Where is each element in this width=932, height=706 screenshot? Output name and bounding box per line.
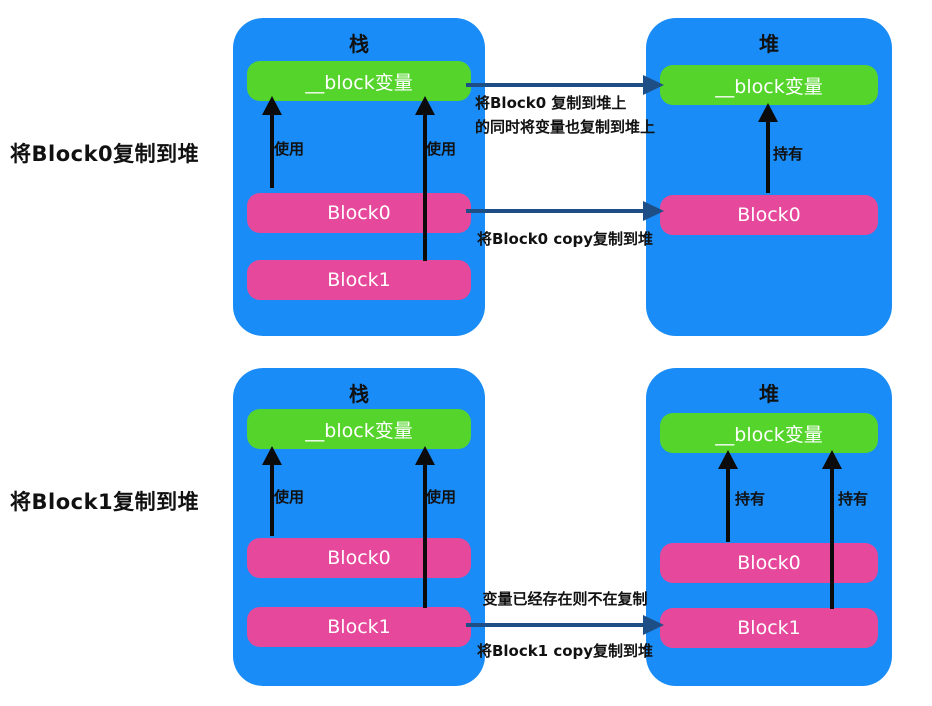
transfer-arrow-block0 xyxy=(466,201,664,221)
stack-block0: Block0 xyxy=(247,193,471,233)
holds-label: 持有 xyxy=(735,490,766,508)
stack-title: 栈 xyxy=(349,382,369,406)
uses-label: 使用 xyxy=(426,140,457,158)
transfer-arrow-block1 xyxy=(466,615,664,635)
holds-label: 持有 xyxy=(773,145,804,163)
uses-label: 使用 xyxy=(274,488,305,506)
heap-block0: Block0 xyxy=(660,543,878,583)
stack-block0: Block0 xyxy=(247,538,471,578)
heap-block-variable: __block变量 xyxy=(660,65,878,105)
transfer-variable-label-line1: 将Block0 复制到堆上 xyxy=(475,94,627,112)
stack-block1: Block1 xyxy=(247,607,471,647)
stack-block-variable: __block变量 xyxy=(247,409,471,449)
row-2-label: 将Block1复制到堆 xyxy=(10,490,200,514)
heap-panel-2: 堆 __block变量 Block0 Block1 持有 持有 xyxy=(646,368,892,686)
heap-block0: Block0 xyxy=(660,195,878,235)
heap-block-variable: __block变量 xyxy=(660,413,878,453)
holds-label: 持有 xyxy=(838,490,869,508)
heap-panel-1: 堆 __block变量 Block0 持有 xyxy=(646,18,892,336)
stack-block-variable: __block变量 xyxy=(247,61,471,101)
stack-block1: Block1 xyxy=(247,260,471,300)
transfer-block-label: 将Block1 copy复制到堆 xyxy=(476,642,654,660)
row-1-label: 将Block0复制到堆 xyxy=(10,142,200,166)
transfer-note-label: 变量已经存在则不在复制 xyxy=(482,590,648,608)
uses-label: 使用 xyxy=(426,488,457,506)
transfer-variable-label-line2: 的同时将变量也复制到堆上 xyxy=(474,118,655,136)
heap-title: 堆 xyxy=(759,382,779,406)
stack-panel-2: 栈 __block变量 Block0 Block1 使用 使用 xyxy=(233,368,485,686)
stack-title: 栈 xyxy=(349,32,369,56)
stack-panel-1: 栈 __block变量 Block0 Block1 使用 使用 xyxy=(233,18,485,336)
transfer-block-label: 将Block0 copy复制到堆 xyxy=(476,230,654,248)
uses-label: 使用 xyxy=(274,140,305,158)
heap-block1: Block1 xyxy=(660,608,878,648)
heap-title: 堆 xyxy=(759,32,779,56)
